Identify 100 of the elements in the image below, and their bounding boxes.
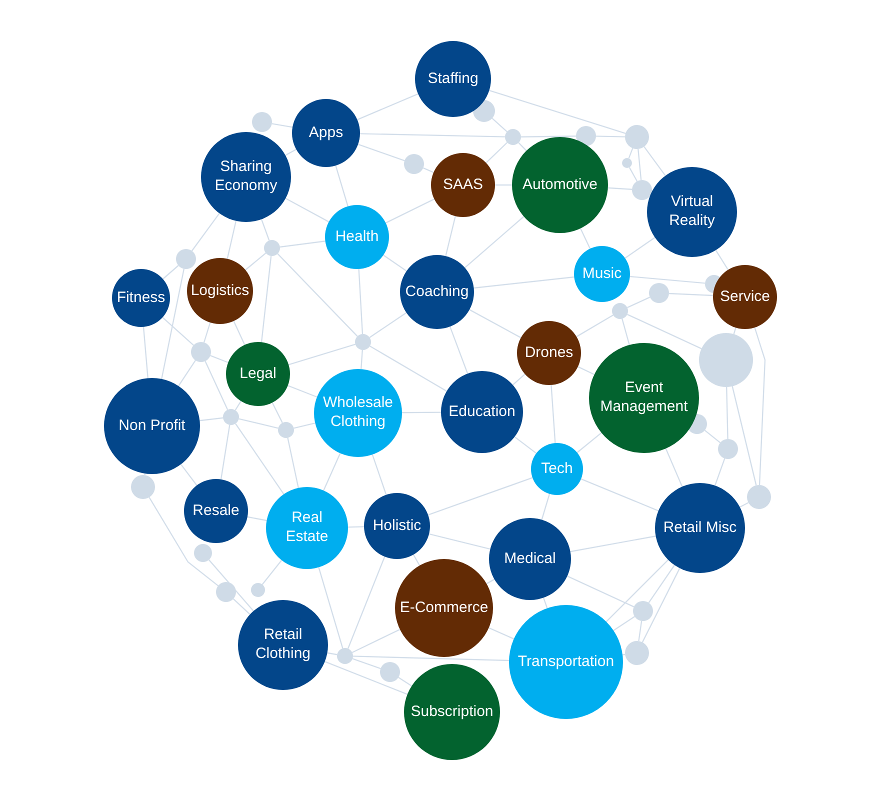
connector-line xyxy=(464,216,524,268)
connector-line xyxy=(383,254,407,272)
connector-line xyxy=(324,661,408,695)
connector-line xyxy=(628,167,638,182)
connector-line xyxy=(191,212,220,252)
connector-line xyxy=(732,386,757,486)
connector-line xyxy=(260,256,272,342)
connector-line xyxy=(235,423,284,495)
topic-label: Tech xyxy=(540,460,574,478)
topic-label: Real Estate xyxy=(284,509,330,547)
connector-line xyxy=(514,436,537,454)
connector-line xyxy=(204,360,228,410)
connector-line xyxy=(622,318,630,346)
connector-line xyxy=(665,448,683,487)
topic-label: Retail Clothing xyxy=(254,626,312,664)
connector-line xyxy=(402,412,441,414)
connector-line xyxy=(580,478,659,512)
connector-line xyxy=(360,133,506,138)
topic-label: Drones xyxy=(524,344,574,362)
connector-line xyxy=(715,250,729,270)
connector-line xyxy=(161,268,185,380)
connector-line xyxy=(578,366,595,376)
connector-line xyxy=(638,620,642,642)
connector-line xyxy=(486,578,495,584)
connector-line xyxy=(234,400,242,411)
connector-line xyxy=(180,464,198,486)
connector-line xyxy=(754,327,766,486)
connector-line xyxy=(492,118,508,132)
connector-line xyxy=(178,360,196,386)
connector-line xyxy=(576,432,602,454)
connector-line xyxy=(422,167,434,173)
connector-line xyxy=(627,296,650,308)
connector-line xyxy=(285,148,296,156)
connector-line xyxy=(287,438,299,488)
connector-line xyxy=(285,198,330,222)
connector-line xyxy=(238,418,278,429)
connector-line xyxy=(566,576,634,608)
connector-line xyxy=(596,136,626,138)
connector-line xyxy=(208,559,254,612)
connector-line xyxy=(162,265,179,280)
connector-line xyxy=(245,252,266,270)
connector-line xyxy=(288,344,356,366)
connector-line xyxy=(428,533,490,550)
connector-line xyxy=(232,598,250,615)
connector-line xyxy=(541,494,550,520)
connector-line xyxy=(233,320,246,346)
connector-line xyxy=(648,564,675,604)
connector-line xyxy=(412,554,420,566)
topic-label: Sharing Economy xyxy=(214,158,278,196)
connector-line xyxy=(352,656,510,662)
connector-line xyxy=(358,144,405,162)
connector-line xyxy=(627,314,702,350)
connector-line xyxy=(518,142,527,152)
topic-label: Holistic xyxy=(372,516,422,536)
topic-label: Medical xyxy=(503,550,557,568)
connector-line xyxy=(323,452,341,491)
connector-line xyxy=(277,253,358,337)
connector-line xyxy=(570,536,656,552)
connector-line xyxy=(357,93,418,120)
connector-line xyxy=(469,309,522,338)
connector-line xyxy=(226,220,237,259)
topic-label: Non Profit xyxy=(118,416,186,436)
connector-line xyxy=(428,477,533,516)
connector-line xyxy=(200,417,224,422)
connector-line xyxy=(613,616,636,631)
connector-line xyxy=(294,422,316,429)
connector-line xyxy=(358,268,364,334)
topic-label: Resale xyxy=(192,502,240,520)
topic-label: Automotive xyxy=(521,176,599,194)
connector-line xyxy=(740,502,749,508)
connector-line xyxy=(486,142,508,164)
connector-line xyxy=(642,568,680,643)
topic-label: Staffing xyxy=(426,70,480,88)
connector-line xyxy=(203,322,211,343)
topic-label: Health xyxy=(334,228,380,246)
topic-label: E-Commerce xyxy=(398,598,490,618)
topic-label: Retail Misc xyxy=(662,518,738,538)
topic-label: Event Management xyxy=(599,379,689,417)
topic-label: Transportation xyxy=(516,652,616,672)
connector-line xyxy=(220,424,230,480)
connector-line xyxy=(142,326,148,378)
connector-line xyxy=(318,567,344,648)
connector-line xyxy=(550,384,556,444)
connector-line xyxy=(714,458,726,486)
connector-line xyxy=(489,90,626,134)
connector-line xyxy=(726,386,728,440)
connector-line xyxy=(162,316,194,346)
topic-label: Logistics xyxy=(190,282,250,300)
topic-label: Service xyxy=(718,288,772,306)
connector-line xyxy=(512,374,526,386)
connector-line xyxy=(348,526,364,528)
connector-line xyxy=(372,454,387,495)
connector-line xyxy=(495,184,512,186)
connector-line xyxy=(360,350,363,370)
connector-line xyxy=(449,326,468,374)
connector-line xyxy=(352,628,400,654)
connector-line xyxy=(630,276,706,284)
connector-line xyxy=(704,430,721,444)
connector-line xyxy=(352,658,381,670)
connector-line xyxy=(474,276,574,289)
